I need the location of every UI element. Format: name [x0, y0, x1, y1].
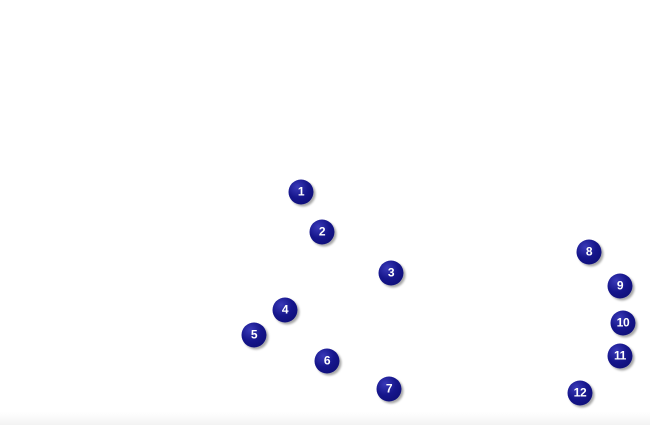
marker-label: 11: [613, 348, 627, 363]
marker-label: 8: [585, 244, 593, 259]
marker-label: 1: [297, 184, 305, 199]
marker-label: 4: [281, 302, 289, 317]
marker-label: 3: [387, 265, 395, 280]
marker-3[interactable]: 3: [378, 260, 404, 286]
marker-10[interactable]: 10: [610, 310, 636, 336]
marker-label: 10: [616, 315, 630, 330]
marker-11[interactable]: 11: [607, 343, 633, 369]
marker-6[interactable]: 6: [314, 348, 340, 374]
marker-8[interactable]: 8: [576, 239, 602, 265]
marker-4[interactable]: 4: [272, 297, 298, 323]
marker-7[interactable]: 7: [376, 376, 402, 402]
marker-label: 9: [616, 278, 624, 293]
marker-5[interactable]: 5: [241, 322, 267, 348]
marker-9[interactable]: 9: [607, 273, 633, 299]
bottom-strip: [0, 412, 650, 425]
marker-2[interactable]: 2: [309, 219, 335, 245]
marker-label: 6: [323, 353, 331, 368]
marker-label: 2: [318, 224, 326, 239]
marker-12[interactable]: 12: [567, 380, 593, 406]
marker-label: 12: [573, 385, 587, 400]
marker-1[interactable]: 1: [288, 179, 314, 205]
marker-label: 7: [385, 381, 393, 396]
marker-label: 5: [250, 327, 258, 342]
